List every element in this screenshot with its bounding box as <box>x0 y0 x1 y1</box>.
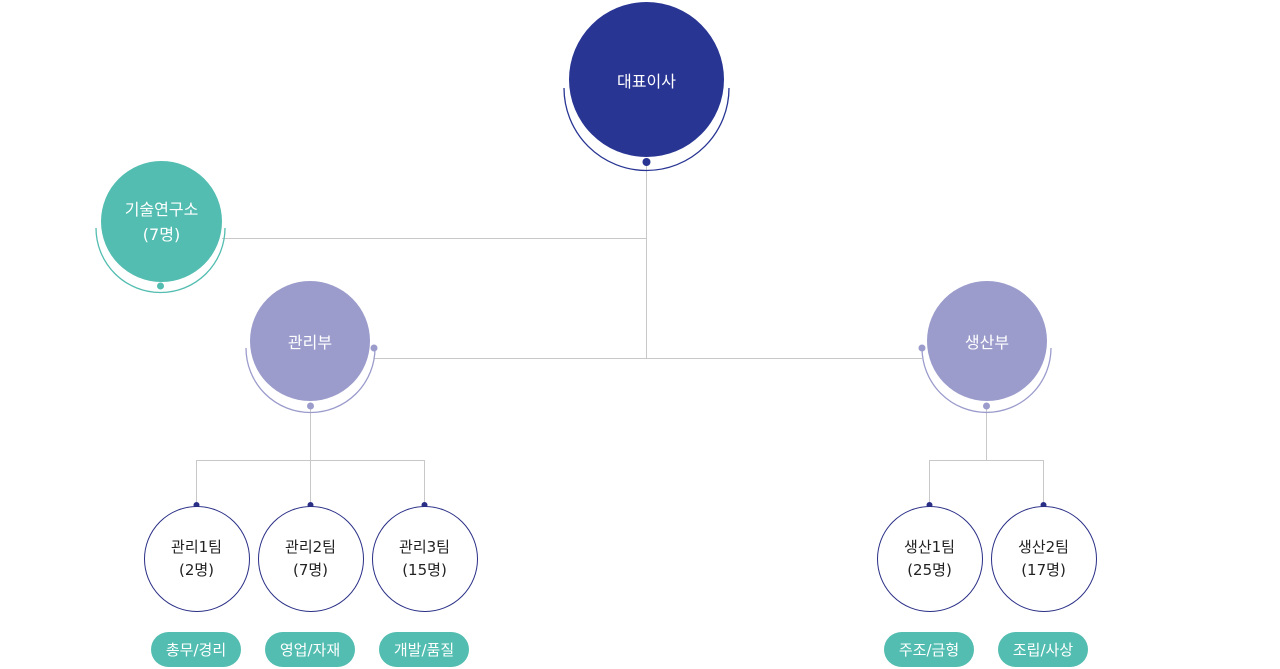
team-count: (25명) <box>907 561 952 579</box>
mgmt-team-bracket <box>196 460 425 505</box>
ceo-dot <box>642 158 651 166</box>
team-node: 관리2팀 (7명) <box>257 506 364 612</box>
team-name: 관리2팀 <box>285 538 336 556</box>
dept-label: 생산부 <box>964 333 1010 352</box>
team-duty-tag: 개발/품질 <box>379 632 469 667</box>
connector-lines <box>196 162 1044 506</box>
mgmt-right-dot <box>370 344 378 352</box>
lab-count: (7명) <box>142 224 181 244</box>
team-duty-tag: 주조/금형 <box>884 632 974 667</box>
team-count: (17명) <box>1021 561 1066 579</box>
prod-team-bracket <box>929 460 1044 505</box>
team-duty-tag: 총무/경리 <box>151 632 241 667</box>
team-count: (7명) <box>292 561 329 579</box>
decorative-arcs <box>95 87 1052 414</box>
team-count: (2명) <box>178 561 215 579</box>
team-name: 생산2팀 <box>1018 538 1069 556</box>
prod-arc <box>921 347 1052 414</box>
lab-dot <box>157 282 164 290</box>
prod-bottom-dot <box>983 402 990 410</box>
team-node: 관리1팀 (2명) <box>143 506 250 612</box>
dept-label: 관리부 <box>287 333 333 352</box>
prod-left-dot <box>918 344 926 352</box>
team-node: 생산1팀 (25명) <box>876 506 983 612</box>
lab-label: 기술연구소 <box>124 199 199 219</box>
dept-node-production: 생산부 <box>927 281 1047 401</box>
team-name: 관리1팀 <box>171 538 222 556</box>
team-duty-tag: 영업/자재 <box>265 632 355 667</box>
dept-node-management: 관리부 <box>250 281 370 401</box>
team-name: 생산1팀 <box>904 538 955 556</box>
team-node: 관리3팀 (15명) <box>371 506 478 612</box>
ceo-arc <box>563 87 730 172</box>
team-count: (15명) <box>402 561 447 579</box>
team-name: 관리3팀 <box>399 538 450 556</box>
lab-node: 기술연구소 (7명) <box>101 161 222 282</box>
mgmt-arc <box>245 347 376 414</box>
mgmt-bottom-dot <box>307 402 314 410</box>
team-duty-tag: 조립/사상 <box>998 632 1088 667</box>
ceo-label: 대표이사 <box>617 71 676 91</box>
ceo-node: 대표이사 <box>569 2 724 157</box>
team-node: 생산2팀 (17명) <box>990 506 1097 612</box>
lab-arc <box>95 227 226 294</box>
